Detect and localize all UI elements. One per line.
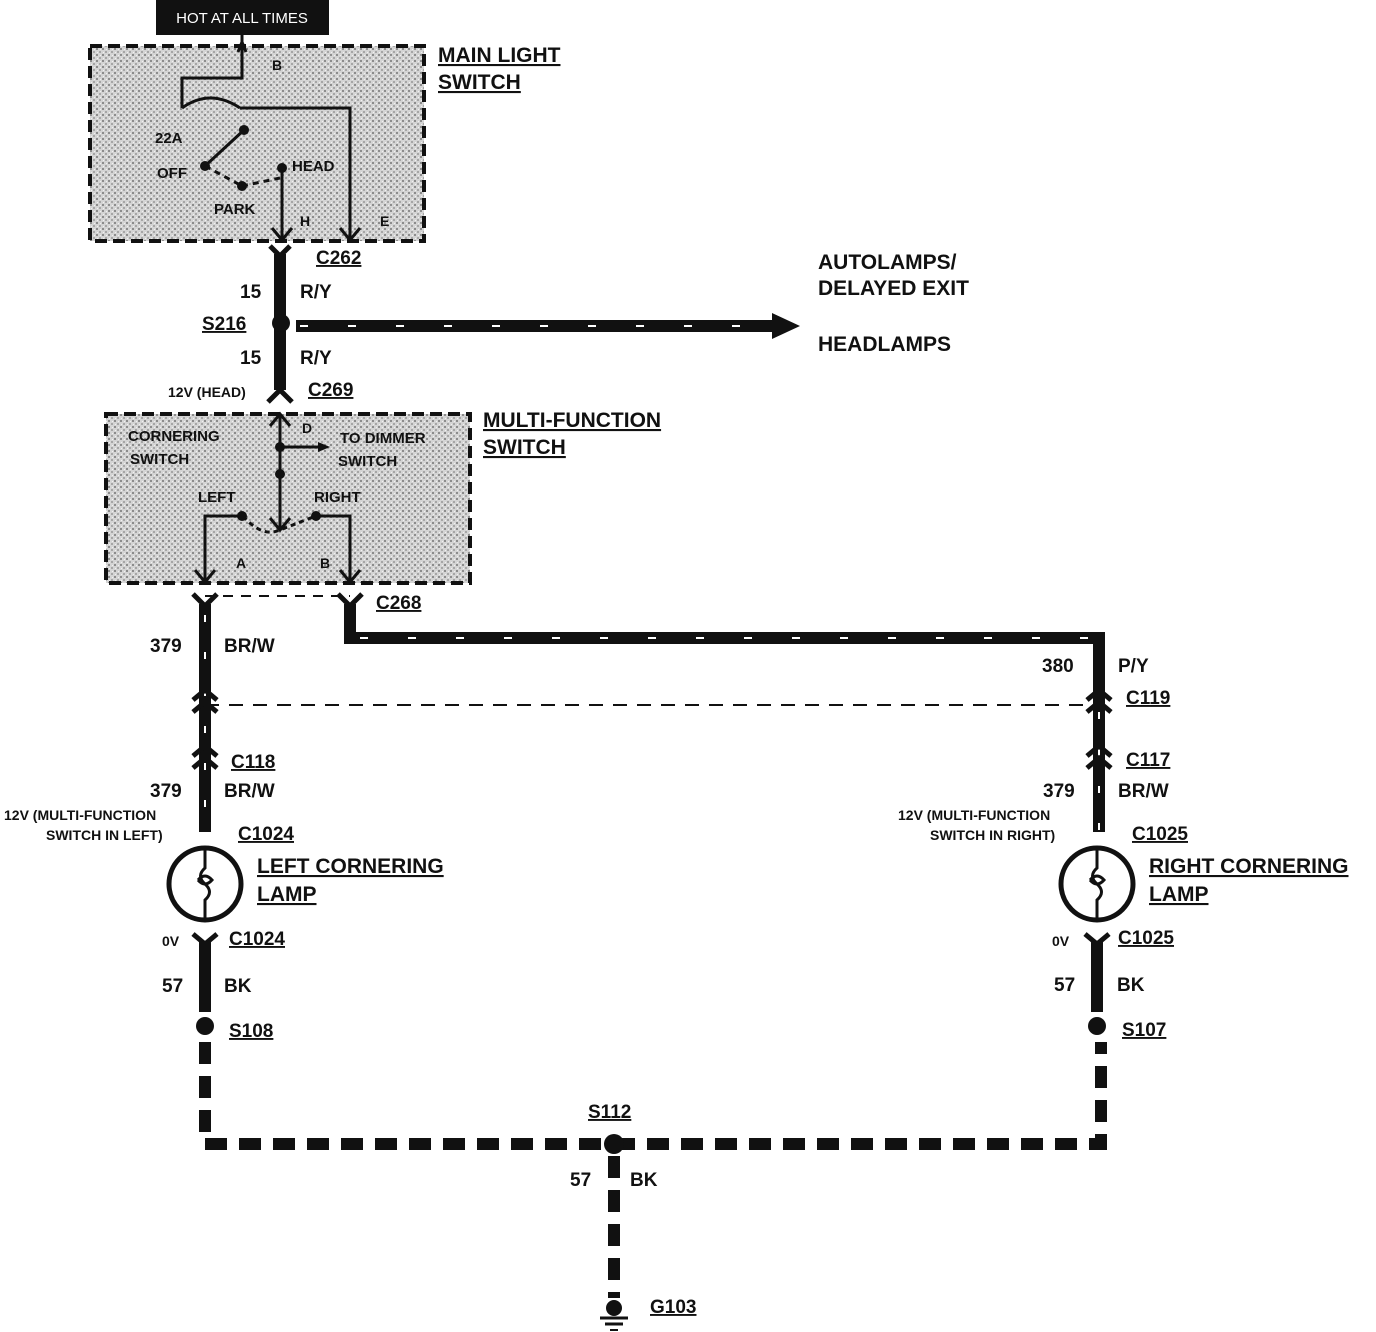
multi-function-switch-title-2: SWITCH [483, 436, 566, 459]
voltage-12v-head: 12V (HEAD) [168, 384, 246, 400]
right-lamp-title-1: RIGHT CORNERING [1149, 855, 1349, 878]
wire-15-color-upper: R/Y [300, 282, 332, 303]
cornering-switch-line-2: SWITCH [130, 451, 189, 468]
connector-c268: C268 [376, 593, 421, 614]
mfs-left: LEFT [198, 489, 236, 506]
connector-c117: C117 [1126, 750, 1170, 771]
left-lamp-title-1: LEFT CORNERING [257, 855, 444, 878]
mfs-right: RIGHT [314, 489, 361, 506]
splice-s108-dot [196, 1017, 214, 1035]
ground-icon [600, 1300, 628, 1331]
wire-57-color-right: BK [1117, 975, 1145, 996]
wire-379-color-right: BR/W [1118, 781, 1169, 802]
main-switch-term-e: E [380, 213, 389, 229]
wire-379-num-left: 379 [150, 781, 182, 802]
connector-c262: C262 [316, 248, 361, 269]
splice-s112-dot [604, 1134, 624, 1154]
splice-s112: S112 [588, 1102, 631, 1123]
multi-function-switch-box: CORNERING SWITCH D TO DIMMER SWITCH LEFT… [104, 411, 472, 585]
wire-15-num-lower: 15 [240, 348, 262, 369]
connector-c269: C269 [308, 380, 353, 401]
wire-57-color-left: BK [224, 976, 252, 997]
mfs-term-d: D [302, 420, 312, 436]
wire-379-color-left: BR/W [224, 781, 275, 802]
wire-380-color: P/Y [1118, 656, 1149, 677]
autolamps-line-2: DELAYED EXIT [818, 277, 969, 300]
splice-s216-dot [272, 314, 290, 332]
voltage-left-line-2: SWITCH IN LEFT) [46, 827, 163, 843]
voltage-right-line-2: SWITCH IN RIGHT) [930, 827, 1055, 843]
connector-c1024-top: C1024 [238, 824, 294, 845]
main-switch-head: HEAD [292, 158, 335, 175]
voltage-left-ground: 0V [162, 933, 180, 949]
main-light-switch-title-1: MAIN LIGHT [438, 44, 561, 67]
wire-379-num-right: 379 [1043, 781, 1075, 802]
splice-s216: S216 [202, 314, 246, 335]
mfs-term-b: B [320, 555, 330, 571]
wire-15-color-lower: R/Y [300, 348, 332, 369]
wire-379-color-upper: BR/W [224, 636, 275, 657]
connector-c1025-top: C1025 [1132, 824, 1188, 845]
main-switch-off: OFF [157, 165, 187, 182]
dimmer-switch-line-1: TO DIMMER [340, 430, 426, 447]
banner-text: HOT AT ALL TIMES [176, 10, 308, 27]
connector-c118: C118 [231, 752, 275, 773]
multi-function-switch-title-1: MULTI-FUNCTION [483, 409, 661, 432]
mfs-term-a: A [236, 555, 246, 571]
connector-c1025-bottom: C1025 [1118, 928, 1174, 949]
wire-57-num-right: 57 [1054, 975, 1075, 996]
autolamps-line-1: AUTOLAMPS/ [818, 251, 957, 274]
main-switch-term-b: B [272, 57, 282, 73]
connector-c119: C119 [1126, 688, 1170, 709]
connector-c1024-bottom: C1024 [229, 929, 285, 950]
wire-57-num-ground: 57 [570, 1170, 591, 1191]
main-switch-park: PARK [214, 201, 256, 218]
splice-s108: S108 [229, 1021, 273, 1042]
cornering-switch-line-1: CORNERING [128, 428, 220, 445]
wire-380-num: 380 [1042, 656, 1074, 677]
right-cornering-lamp-icon [1058, 845, 1136, 923]
hot-at-all-times-banner: HOT AT ALL TIMES [156, 0, 329, 35]
wire-57-num-left: 57 [162, 976, 183, 997]
voltage-right-ground: 0V [1052, 933, 1070, 949]
main-switch-22a: 22A [155, 130, 183, 147]
wire-15-num-upper: 15 [240, 282, 262, 303]
wire-379-num-upper: 379 [150, 636, 182, 657]
autolamps-line-3: HEADLAMPS [818, 333, 951, 356]
right-lamp-title-2: LAMP [1149, 883, 1209, 906]
splice-s107-dot [1088, 1017, 1106, 1035]
main-switch-term-h: H [300, 213, 310, 229]
wire-57-color-ground: BK [630, 1170, 658, 1191]
main-light-switch-box: B 22A OFF HEAD PARK H E [88, 35, 426, 243]
left-cornering-lamp-icon [166, 845, 244, 923]
voltage-left-line-1: 12V (MULTI-FUNCTION [4, 807, 156, 823]
left-lamp-title-2: LAMP [257, 883, 317, 906]
ground-g103: G103 [650, 1297, 696, 1318]
dimmer-switch-line-2: SWITCH [338, 453, 397, 470]
splice-s107: S107 [1122, 1020, 1166, 1041]
voltage-right-line-1: 12V (MULTI-FUNCTION [898, 807, 1050, 823]
main-light-switch-title-2: SWITCH [438, 71, 521, 94]
